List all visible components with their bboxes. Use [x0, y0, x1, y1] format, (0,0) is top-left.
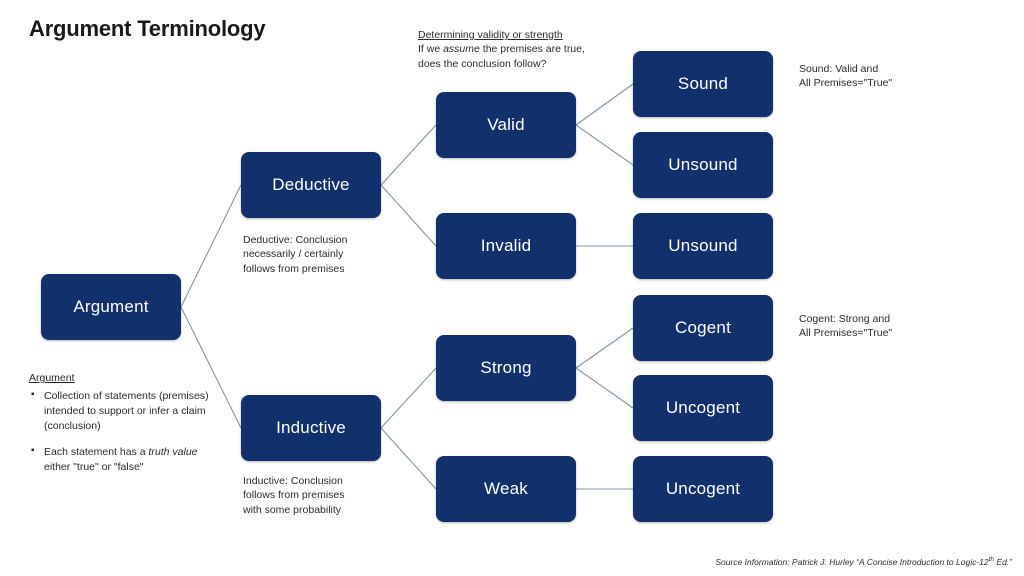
node-label: Uncogent	[665, 479, 741, 498]
node-deductive[interactable]: Deductive	[241, 152, 381, 218]
node-weak[interactable]: Weak	[436, 456, 576, 522]
note-cogent-line1: Cogent: Strong and	[799, 313, 891, 325]
note-inductive-line3: with some probability	[243, 503, 342, 516]
node-uncogent2[interactable]: Uncogent	[633, 456, 773, 522]
edge-deductive-to-invalid	[380, 184, 437, 247]
edge-inductive-to-weak	[380, 427, 437, 490]
note-sound-line2: All Premises="True"	[799, 77, 893, 90]
node-label: Weak	[484, 479, 528, 498]
node-label: Deductive	[272, 175, 350, 194]
definition-bullet-2: Each statement has a truth value either …	[29, 444, 214, 475]
note-sound-line1: Sound: Valid and	[799, 63, 879, 75]
edge-argument-to-deductive	[180, 184, 242, 308]
node-label: Invalid	[480, 236, 532, 255]
note-sound-definition: Sound: Valid and All Premises="True"	[799, 62, 892, 91]
node-inductive[interactable]: Inductive	[241, 395, 381, 461]
definition-bullet-2-emphasis: truth value	[148, 445, 198, 458]
note-inductive-description: Inductive: Conclusion follows from premi…	[243, 474, 345, 517]
note-inductive-line1: Inductive: Conclusion	[243, 475, 343, 487]
edge-deductive-to-valid	[380, 124, 437, 186]
note-deductive-line2: necessarily / certainly	[243, 248, 344, 261]
note-deductive-line1: Deductive: Conclusion	[243, 234, 348, 246]
edge-valid-to-sound	[575, 83, 634, 126]
definition-bullet-list: Collection of statements (premises) inte…	[29, 388, 214, 475]
edge-inductive-to-strong	[380, 367, 437, 429]
note-deductive-description: Deductive: Conclusion necessarily / cert…	[243, 233, 347, 276]
node-valid[interactable]: Valid	[436, 92, 576, 158]
node-label: Inductive	[276, 418, 346, 437]
page-title: Argument Terminology	[29, 16, 266, 41]
note-cogent-line2: All Premises="True"	[799, 327, 893, 340]
edge-valid-to-unsound1	[575, 124, 634, 166]
edge-strong-to-cogent	[575, 327, 634, 369]
node-uncogent1[interactable]: Uncogent	[633, 375, 773, 441]
note-validity-line1b: the premises are true,	[479, 43, 585, 56]
source-information: Source Information: Patrick J. Hurley “A…	[715, 556, 1012, 567]
node-label: Argument	[73, 297, 149, 316]
definition-heading: Argument	[29, 372, 75, 384]
node-cogent[interactable]: Cogent	[633, 295, 773, 361]
node-label: Strong	[480, 358, 532, 377]
note-cogent-definition: Cogent: Strong and All Premises="True"	[799, 312, 892, 341]
note-validity-line1a: If we	[418, 43, 444, 56]
node-invalid[interactable]: Invalid	[436, 213, 576, 279]
definition-bullet-1: Collection of statements (premises) inte…	[29, 388, 214, 434]
argument-definition-block: Argument Collection of statements (premi…	[29, 371, 214, 474]
definition-bullet-2b: either "true" or "false"	[44, 460, 144, 473]
edge-strong-to-uncogent1	[575, 367, 634, 409]
note-inductive-line2: follows from premises	[243, 489, 345, 502]
node-sound[interactable]: Sound	[633, 51, 773, 117]
note-determining-validity: Determining validity or strength If we a…	[418, 28, 585, 71]
note-validity-emphasis: assume	[443, 43, 480, 56]
node-label: Valid	[487, 115, 525, 134]
source-ordinal-suffix: th	[988, 556, 995, 564]
node-label: Uncogent	[665, 398, 741, 417]
note-deductive-line3: follows from premises	[243, 262, 345, 275]
source-suffix: Ed.”	[994, 557, 1012, 567]
definition-bullet-2a: Each statement has a	[44, 445, 149, 458]
node-label: Unsound	[668, 236, 738, 255]
node-label: Unsound	[668, 155, 738, 174]
note-validity-line2: does the conclusion follow?	[418, 57, 547, 70]
note-validity-heading: Determining validity or strength	[418, 29, 563, 41]
node-label: Sound	[677, 74, 729, 93]
node-argument[interactable]: Argument	[41, 274, 181, 340]
node-unsound1[interactable]: Unsound	[633, 132, 773, 198]
source-prefix: Source Information: Patrick J. Hurley “A…	[715, 557, 989, 567]
node-strong[interactable]: Strong	[436, 335, 576, 401]
node-unsound2[interactable]: Unsound	[633, 213, 773, 279]
node-label: Cogent	[674, 318, 732, 337]
